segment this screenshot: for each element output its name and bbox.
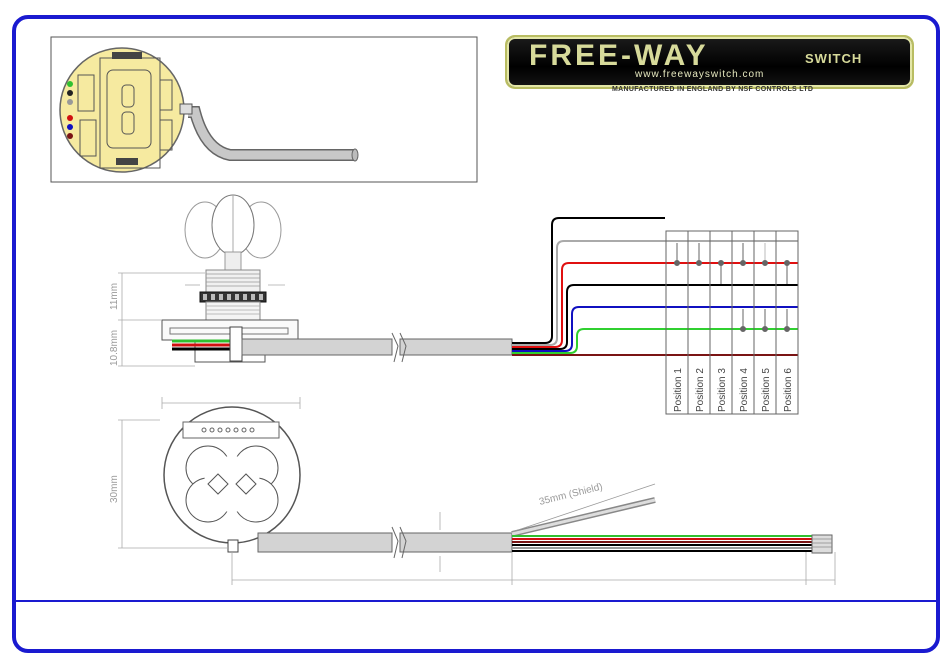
- top-view: 30mm: [109, 397, 300, 552]
- cable-top-view: 35mm (Shield): [232, 482, 835, 585]
- dimension-diameter: 30mm: [109, 475, 120, 503]
- dimension-height-body: 10.8mm: [109, 330, 120, 366]
- manufacturer-note: MANUFACTURED IN ENGLAND BY NSF CONTROLS …: [612, 86, 813, 93]
- position-1-label: Position 1: [673, 368, 684, 412]
- position-table: Position 1 Position 2 Position 3 Positio…: [666, 231, 798, 414]
- position-5-label: Position 5: [761, 368, 772, 412]
- position-6-label: Position 6: [783, 368, 794, 412]
- dimension-height-top: 11mm: [109, 283, 120, 310]
- position-3-label: Position 3: [717, 368, 728, 412]
- wire-bundle: [512, 218, 798, 355]
- brand-logo: FREE-WAY SWITCH www.freewayswitch.com: [505, 35, 914, 89]
- logo-title: FREE-WAY: [529, 39, 709, 73]
- position-2-label: Position 2: [695, 368, 706, 412]
- dimension-shield: 35mm (Shield): [538, 482, 604, 508]
- position-4-label: Position 4: [739, 368, 750, 412]
- inset-pcb-view: [51, 37, 477, 182]
- logo-url: www.freewayswitch.com: [635, 69, 764, 80]
- logo-subtitle: SWITCH: [805, 51, 862, 66]
